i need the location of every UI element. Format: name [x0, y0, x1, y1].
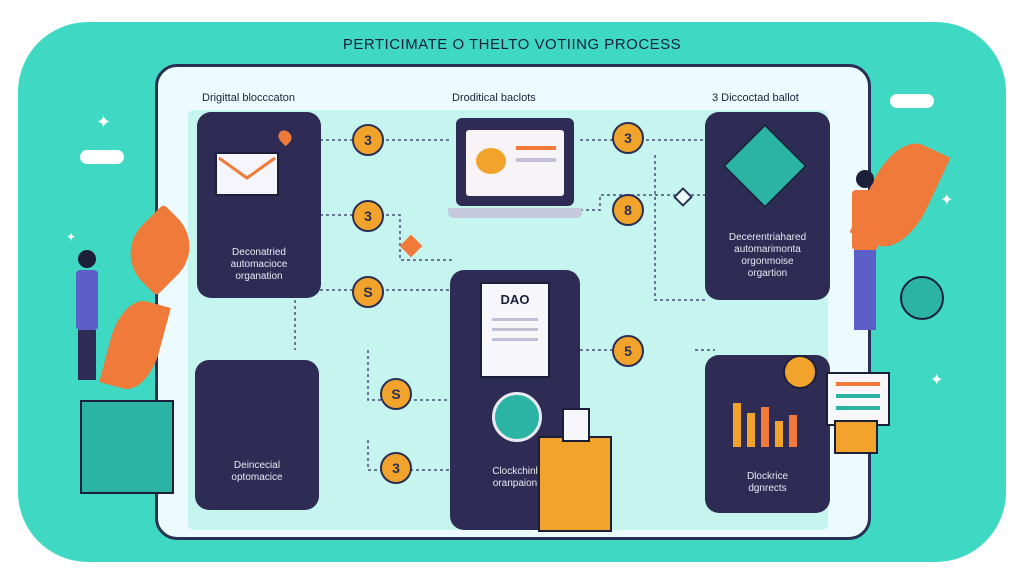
laptop-display [466, 130, 564, 196]
sparkle-icon: ✦ [930, 372, 944, 389]
panel-bottom-left-label: Deincecial optomacice [231, 460, 283, 483]
token-coin: 3 [380, 452, 412, 484]
ethereum-icon [492, 392, 542, 442]
chart-bar [775, 421, 783, 447]
cloud-icon [890, 94, 934, 108]
envelope-icon [834, 420, 878, 454]
chart-bar [761, 407, 769, 447]
column-label-left: Drigittal blocccaton [202, 92, 295, 104]
panel-bottom-center-label: Clockchinl oranpaion [492, 466, 538, 489]
panel-top-right-label: Decerentriahared automarimonta orgonmois… [728, 232, 807, 279]
document-line [492, 328, 538, 331]
laptop-base [448, 208, 582, 218]
token-coin: 3 [352, 200, 384, 232]
dao-document: DAO [480, 282, 550, 378]
token-coin: S [352, 276, 384, 308]
panel-decentralized-optimization: Deincecial optomacice [195, 360, 319, 510]
display-line [516, 146, 556, 150]
ballot-box [538, 436, 612, 532]
laptop-illustration [448, 112, 582, 234]
document-line [492, 338, 538, 341]
cloud-icon [80, 150, 124, 164]
document-line [492, 318, 538, 321]
display-line [516, 158, 556, 162]
panel-distributed-ballot: Decerentriahared automarimonta orgonmois… [705, 112, 830, 300]
person-figure [848, 170, 882, 340]
envelope-icon [215, 152, 279, 196]
brick-wall [80, 400, 174, 494]
sparkle-icon: ✦ [66, 230, 77, 244]
sparkle-icon: ✦ [940, 192, 954, 209]
panel-bottom-right-label: Dlockrice dgnrects [746, 471, 789, 494]
column-label-right: 3 Diccoctad ballot [712, 92, 799, 104]
token-coin: 3 [352, 124, 384, 156]
bitcoin-icon [783, 355, 817, 389]
ballot-card [826, 372, 890, 426]
token-coin: 8 [612, 194, 644, 226]
dao-label: DAO [500, 292, 530, 307]
laptop-screen [456, 118, 574, 206]
panel-top-left-label: Deconatried automacioce organation [230, 247, 288, 282]
token-coin: 3 [612, 122, 644, 154]
token-coin: 5 [612, 335, 644, 367]
panel-dao: DAO Clockchinl oranpaion [450, 270, 580, 530]
emblem-icon [476, 148, 506, 174]
cube-icon [722, 123, 808, 209]
location-pin-icon [275, 127, 295, 147]
panel-blockchain-products: Dlockrice dgnrects [705, 355, 830, 513]
chart-bar [733, 403, 741, 447]
chart-bar [789, 415, 797, 447]
globe-icon [900, 276, 944, 320]
sparkle-icon: ✦ [96, 112, 112, 132]
diagram-title: PERTICIMATE O THELTO VOTIING PROCESS [342, 36, 682, 53]
person-figure [72, 250, 102, 410]
token-coin: S [380, 378, 412, 410]
ballot-paper [562, 408, 590, 442]
panel-digital-blockchain: Deconatried automacioce organation [197, 112, 321, 298]
chart-bar [747, 413, 755, 447]
column-label-center: Droditical baclots [452, 92, 536, 104]
